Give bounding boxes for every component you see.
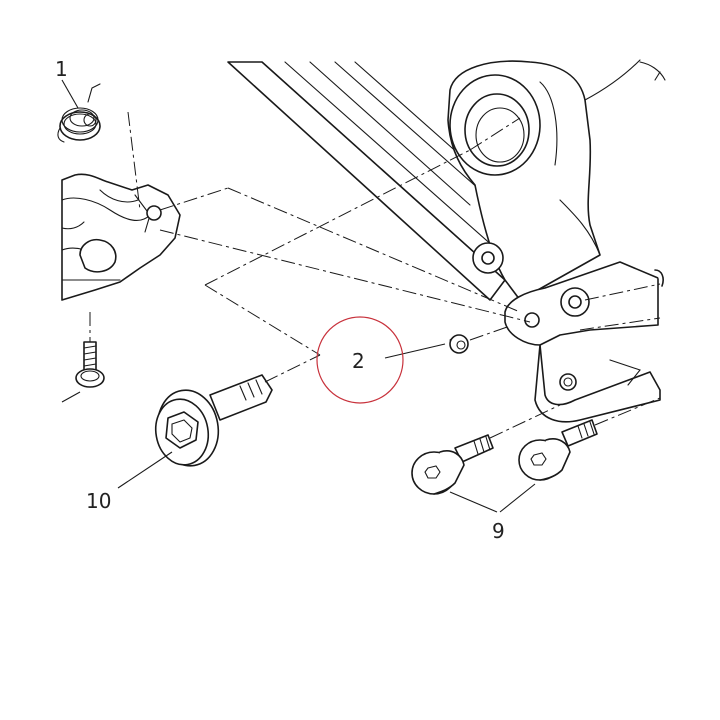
frame-arm — [227, 61, 521, 301]
brake-lever — [504, 261, 664, 423]
leader-lines — [61, 79, 536, 513]
callout-2-label: 2 — [352, 349, 365, 373]
small-bolt-left — [75, 341, 105, 388]
countersunk-bolt-9b — [518, 419, 598, 481]
callout-9-label: 9 — [492, 519, 505, 543]
flange-bolt-part-10 — [154, 374, 273, 467]
spring-part-1 — [57, 83, 101, 143]
highlight-circle — [316, 316, 404, 404]
pivot-bracket — [447, 59, 666, 301]
assembly-centerlines — [89, 111, 661, 439]
clip-ring-part-2 — [449, 334, 469, 354]
callout-10-label: 10 — [86, 489, 111, 513]
footrest-housing — [61, 173, 181, 301]
callout-1-label: 1 — [55, 57, 68, 81]
countersunk-bolt-9a — [411, 434, 494, 495]
